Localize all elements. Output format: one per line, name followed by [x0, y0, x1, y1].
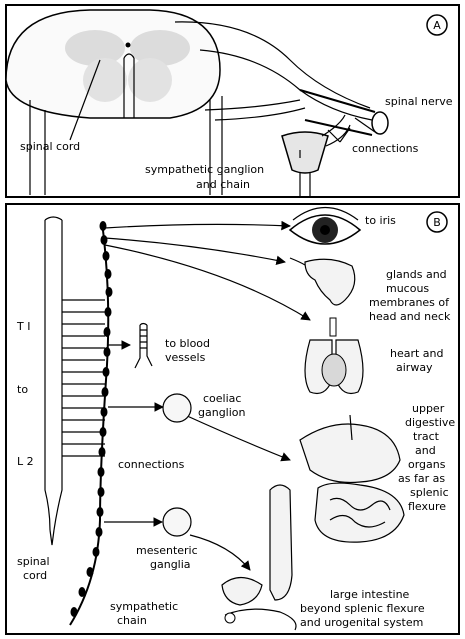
- gland-icon: [290, 258, 355, 305]
- connections-ladder: [62, 300, 105, 456]
- label-digestive-8: flexure: [408, 500, 446, 513]
- label-digestive-5: organs: [408, 458, 446, 471]
- label-mesenteric-2: ganglia: [150, 558, 191, 571]
- label-ganglion-line1: sympathetic ganglion: [145, 163, 264, 176]
- chain-ganglion: [102, 387, 109, 397]
- chain-ganglion: [106, 287, 113, 297]
- label-mesenteric-1: mesenteric: [136, 544, 198, 557]
- label-blood-2: vessels: [165, 351, 206, 364]
- digestive-organs-icon: [300, 415, 404, 542]
- sympathetic-chain-ganglia: [71, 221, 113, 617]
- label-blood-1: to blood: [165, 337, 210, 350]
- label-sympathetic-chain-line1: sympathetic: [110, 600, 178, 613]
- label-sympathetic-chain-line2: chain: [117, 614, 147, 627]
- chain-ganglion: [100, 221, 107, 231]
- panel-a-badge: A: [433, 19, 441, 32]
- label-ganglion-line2: and chain: [196, 178, 250, 191]
- chain-ganglion: [103, 251, 110, 261]
- label-heart-2: airway: [396, 361, 433, 374]
- label-heart-1: heart and: [390, 347, 444, 360]
- heart-lungs-icon: [305, 318, 363, 394]
- label-glands-4: head and neck: [369, 310, 451, 323]
- chain-ganglion: [101, 235, 108, 245]
- label-digestive-4: and: [415, 444, 436, 457]
- chain-ganglion: [105, 307, 112, 317]
- label-to-iris: to iris: [365, 214, 396, 227]
- chain-ganglion: [104, 327, 111, 337]
- large-intestine-urogenital-icon: [222, 485, 296, 630]
- spinal-nerve-cut-end: [372, 112, 388, 134]
- label-digestive-1: upper: [412, 402, 445, 415]
- chain-ganglion: [99, 447, 106, 457]
- chain-ganglion: [98, 487, 105, 497]
- panel-b-badge: B: [433, 216, 441, 229]
- chain-ganglion: [98, 467, 105, 477]
- chain-ganglion: [103, 367, 110, 377]
- chain-ganglion: [87, 567, 94, 577]
- label-glands-1: glands and: [386, 268, 447, 281]
- label-coeliac-2: ganglion: [198, 406, 246, 419]
- label-coeliac-1: coeliac: [203, 392, 241, 405]
- chain-ganglion: [79, 587, 86, 597]
- label-connections-a: connections: [352, 142, 419, 155]
- label-spinal-cord-b-line1: spinal: [17, 555, 50, 568]
- label-glands-3: membranes of: [369, 296, 450, 309]
- panel-b-spinal-cord: [45, 217, 62, 545]
- chain-ganglion: [97, 507, 104, 517]
- label-spinal-nerve: spinal nerve: [385, 95, 453, 108]
- coeliac-ganglion-icon: [163, 394, 191, 422]
- label-digestive-3: tract: [413, 430, 440, 443]
- chain-ganglion: [96, 527, 103, 537]
- label-connections-b: connections: [118, 458, 185, 471]
- label-segment-l2: L 2: [17, 455, 34, 468]
- chain-ganglion: [71, 607, 78, 617]
- label-segment-to: to: [17, 383, 28, 396]
- chain-ganglion: [104, 347, 111, 357]
- chain-ganglion: [100, 427, 107, 437]
- eye-icon: [290, 208, 360, 245]
- chain-ganglion: [105, 269, 112, 279]
- chain-ganglion: [101, 407, 108, 417]
- label-digestive-2: digestive: [405, 416, 455, 429]
- label-digestive-7: splenic: [410, 486, 449, 499]
- label-glands-2: mucous: [386, 282, 429, 295]
- label-large-intestine-1: large intestine: [330, 588, 410, 601]
- label-spinal-cord-a: spinal cord: [20, 140, 80, 153]
- chain-ganglion: [93, 547, 100, 557]
- label-large-intestine-3: and urogenital system: [300, 616, 423, 629]
- label-large-intestine-2: beyond splenic flexure: [300, 602, 425, 615]
- label-spinal-cord-b-line2: cord: [23, 569, 47, 582]
- label-segment-t1: T I: [16, 320, 30, 333]
- label-digestive-6: as far as: [398, 472, 445, 485]
- blood-vessel-icon: [135, 324, 152, 369]
- sympathetic-chain-trunk: [70, 222, 108, 625]
- mesenteric-ganglia-icon: [163, 508, 191, 536]
